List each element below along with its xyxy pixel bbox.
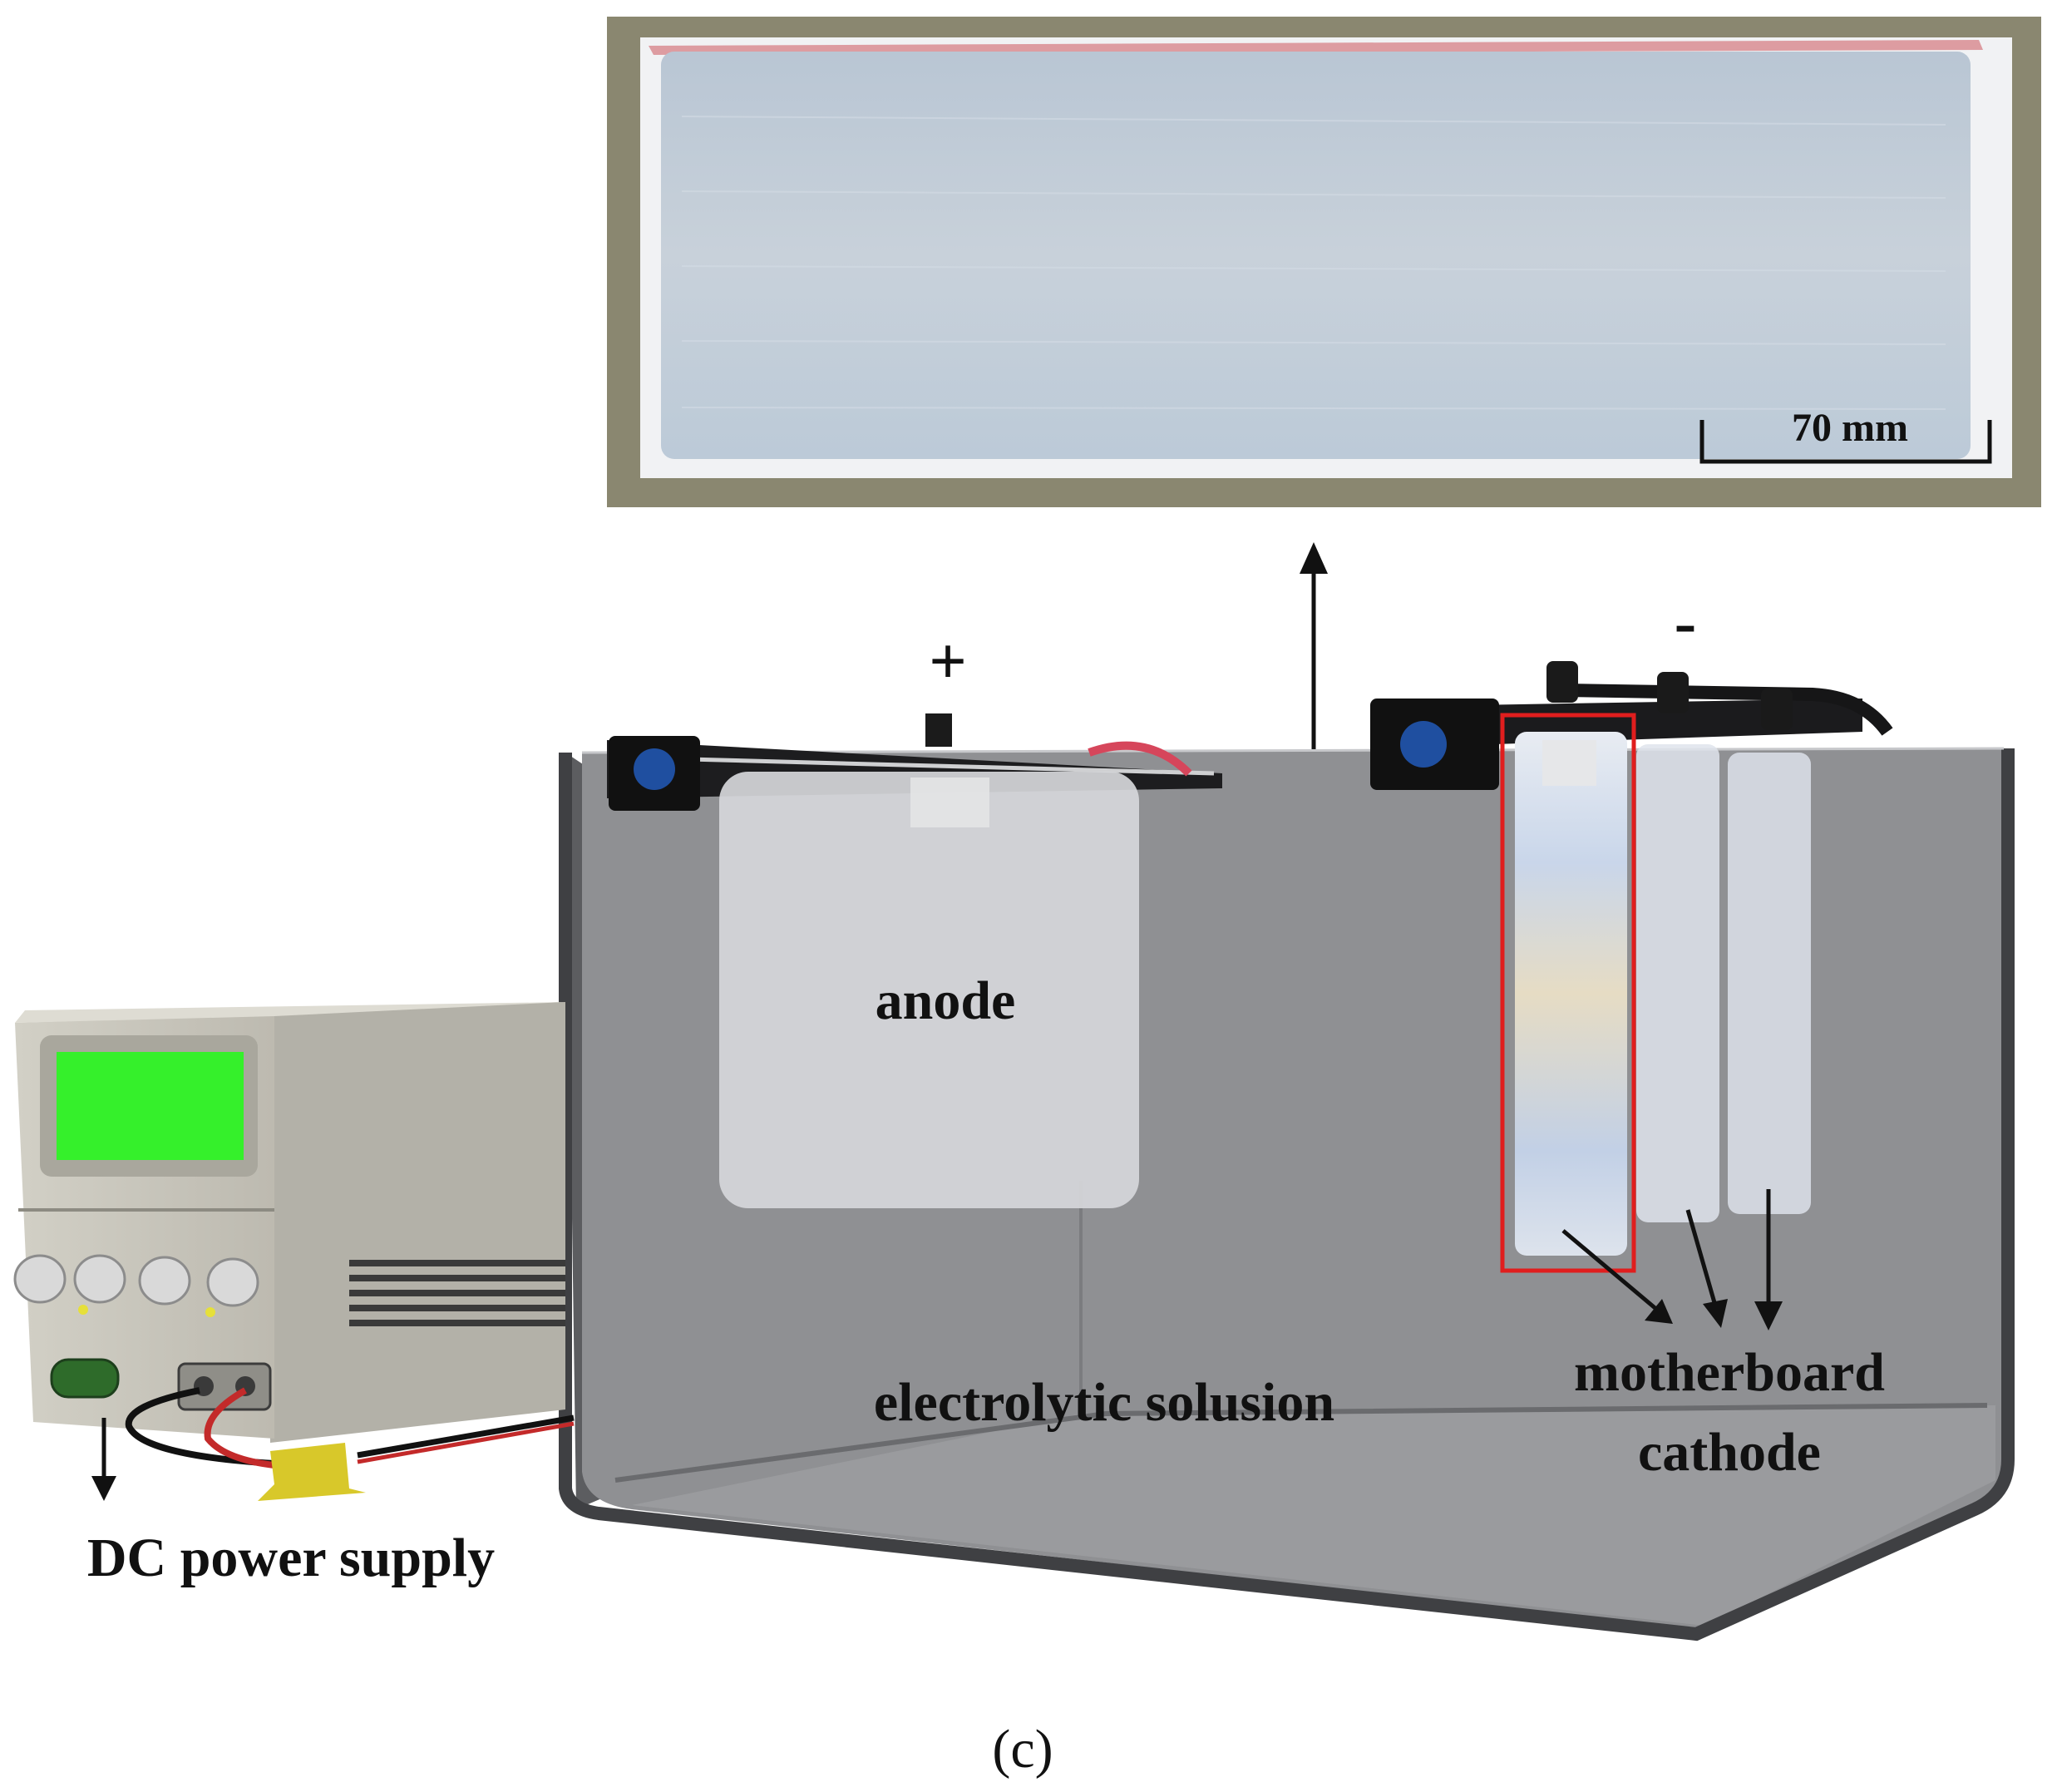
- cathode-pointer-arrowheads: [1645, 1299, 1783, 1330]
- cathode-pointer-arrows: [1561, 1189, 1771, 1311]
- anode-assembly: [607, 713, 1222, 1208]
- anode-blue-knob: [634, 748, 675, 790]
- highlighted-cathode-box: [1500, 713, 1636, 1273]
- cathode-post-1: [1546, 661, 1578, 703]
- dc-power-supply: [13, 1002, 565, 1443]
- electrolyte-label: electrolytic solusion: [874, 1372, 1334, 1433]
- power-supply-knobs: [13, 1254, 259, 1307]
- plate-texture: [681, 116, 1946, 410]
- anode-connector-post: [925, 713, 952, 747]
- anode-label: anode: [876, 970, 1016, 1031]
- cathode-assembly: [1370, 661, 1893, 1273]
- cathode-plate-1: [1515, 732, 1627, 1256]
- cathode-label-line2: cathode: [1638, 1422, 1821, 1483]
- cathode-plate-2: [1636, 744, 1719, 1222]
- power-button: [50, 1358, 120, 1399]
- lcd-screen: [57, 1052, 244, 1160]
- cathode-wire: [1562, 684, 1893, 736]
- power-supply-label: DC power supply: [87, 1528, 495, 1588]
- photo-pointer-arrowhead: [1300, 542, 1328, 574]
- anode-red-wire: [1088, 741, 1192, 777]
- cathode-clip: [1542, 740, 1596, 786]
- power-cables: [125, 1387, 575, 1469]
- photo-red-edge: [649, 40, 1983, 55]
- cable-connector: [258, 1443, 366, 1501]
- panel-label: (c): [992, 1719, 1053, 1780]
- cathode-label-line1: motherboard: [1574, 1342, 1885, 1403]
- plus-sign: +: [929, 625, 967, 699]
- electroformed-plate: [661, 52, 1971, 459]
- scale-bar-label: 70 mm: [1792, 406, 1908, 450]
- tank-outline: [559, 748, 2015, 1641]
- anode-plate: [719, 772, 1139, 1208]
- tank-front-glass: [632, 1405, 1995, 1626]
- anode-hanger: [910, 778, 989, 827]
- cathode-post-3: [1761, 689, 1793, 730]
- cathode-post-2: [1657, 672, 1689, 713]
- power-supply-side: [270, 1002, 565, 1443]
- indicator-led-2: [205, 1307, 215, 1317]
- minus-sign: -: [1675, 586, 1697, 659]
- tank-floor-edge: [614, 1403, 1988, 1483]
- power-supply-top: [15, 1002, 565, 1023]
- indicator-led-1: [78, 1305, 88, 1315]
- photo-inset: 70 mm: [607, 17, 2041, 507]
- power-supply-vents: [349, 1260, 565, 1326]
- scale-bar: [1699, 420, 1992, 464]
- cathode-blue-knob: [1400, 721, 1447, 768]
- power-supply-arrowhead: [91, 1476, 116, 1501]
- output-terminals: [177, 1362, 272, 1411]
- cathode-plate-3: [1728, 753, 1811, 1214]
